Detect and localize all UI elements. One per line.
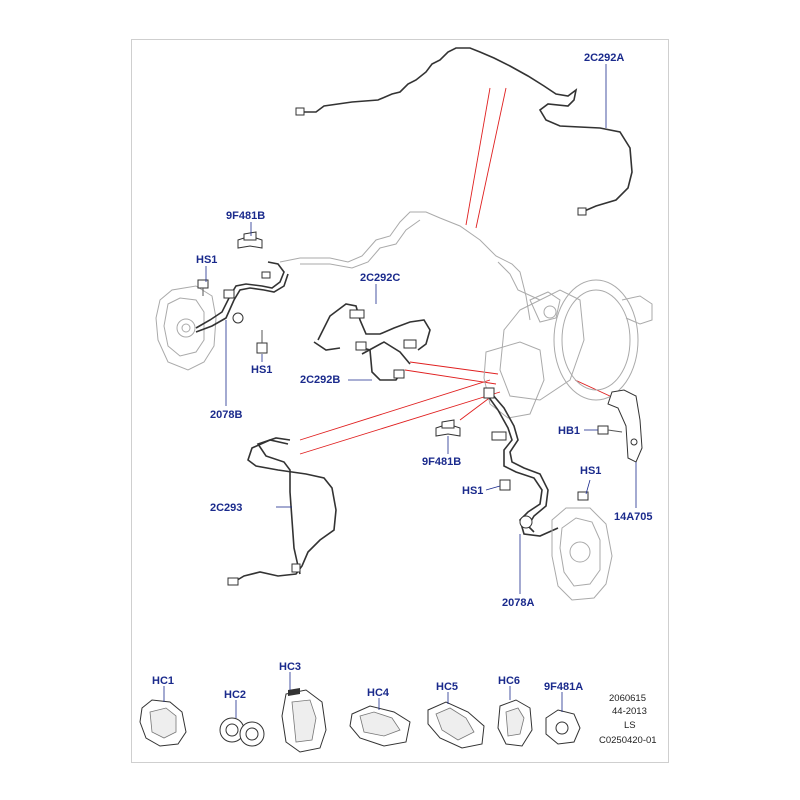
label-2C292A: 2C292A xyxy=(584,52,624,64)
label-2C293: 2C293 xyxy=(210,502,242,514)
bolt-hs1-left-bottom[interactable] xyxy=(256,330,268,354)
hardware-hc2[interactable] xyxy=(219,717,265,747)
bracket-14A705[interactable] xyxy=(607,389,643,463)
fitting-icon xyxy=(577,207,587,216)
label-hc5: HC5 xyxy=(436,681,458,693)
label-2C292B: 2C292B xyxy=(300,374,340,386)
hardware-hc6[interactable] xyxy=(497,699,533,747)
label-hs1-left-top: HS1 xyxy=(196,254,217,266)
diagram-frame xyxy=(131,39,669,763)
brake-pipe-2C292A[interactable] xyxy=(295,47,633,216)
left-brake-caliper[interactable] xyxy=(155,285,217,371)
fitting-icon xyxy=(227,577,239,586)
brake-hose-2078B[interactable] xyxy=(195,261,289,333)
label-2078B: 2078B xyxy=(210,409,242,421)
hardware-9F481A[interactable] xyxy=(545,709,581,745)
background-pipes xyxy=(279,211,541,321)
brake-pipe-2C292C[interactable] xyxy=(313,303,431,351)
brake-pipe-2C292B[interactable] xyxy=(355,341,411,381)
meta-line-4: C0250420-01 xyxy=(599,735,657,746)
label-hc1: HC1 xyxy=(152,675,174,687)
brake-pipe-2C293[interactable] xyxy=(227,437,337,586)
indicator-lines xyxy=(299,87,613,455)
meta-line-1: 2060615 xyxy=(609,693,646,704)
bolt-hb1[interactable] xyxy=(597,425,623,435)
fitting-icon xyxy=(295,107,305,116)
label-hc2: HC2 xyxy=(224,689,246,701)
brake-hose-2078A[interactable] xyxy=(483,387,559,537)
clip-9F481B-top[interactable] xyxy=(237,231,263,249)
meta-line-3: LS xyxy=(624,720,636,731)
hardware-hc5[interactable] xyxy=(427,701,485,749)
bolt-hs1-center[interactable] xyxy=(499,479,511,491)
hardware-hc1[interactable] xyxy=(139,699,187,747)
label-14A705: 14A705 xyxy=(614,511,653,523)
bolt-hs1-right[interactable] xyxy=(577,491,589,501)
label-9F481A: 9F481A xyxy=(544,681,583,693)
hardware-hc3[interactable] xyxy=(281,688,327,753)
clip-9F481B-mid[interactable] xyxy=(435,419,461,437)
label-hs1-left-bottom: HS1 xyxy=(251,364,272,376)
bolt-hs1-left-top[interactable] xyxy=(197,279,209,296)
label-hs1-right: HS1 xyxy=(580,465,601,477)
label-9F481B-top: 9F481B xyxy=(226,210,265,222)
label-2078A: 2078A xyxy=(502,597,534,609)
label-9F481B-mid: 9F481B xyxy=(422,456,461,468)
meta-line-2: 44-2013 xyxy=(612,706,647,717)
leader-lines xyxy=(205,64,637,594)
right-brake-caliper[interactable] xyxy=(551,507,613,601)
hardware-hc4[interactable] xyxy=(349,705,411,747)
label-hs1-center: HS1 xyxy=(462,485,483,497)
label-2C292C: 2C292C xyxy=(360,272,400,284)
brake-booster-abs-unit[interactable] xyxy=(483,279,653,419)
label-hc3: HC3 xyxy=(279,661,301,673)
hardware-leaders xyxy=(163,672,563,718)
label-hb1: HB1 xyxy=(558,425,580,437)
label-hc4: HC4 xyxy=(367,687,390,699)
label-hc6: HC6 xyxy=(498,675,520,687)
